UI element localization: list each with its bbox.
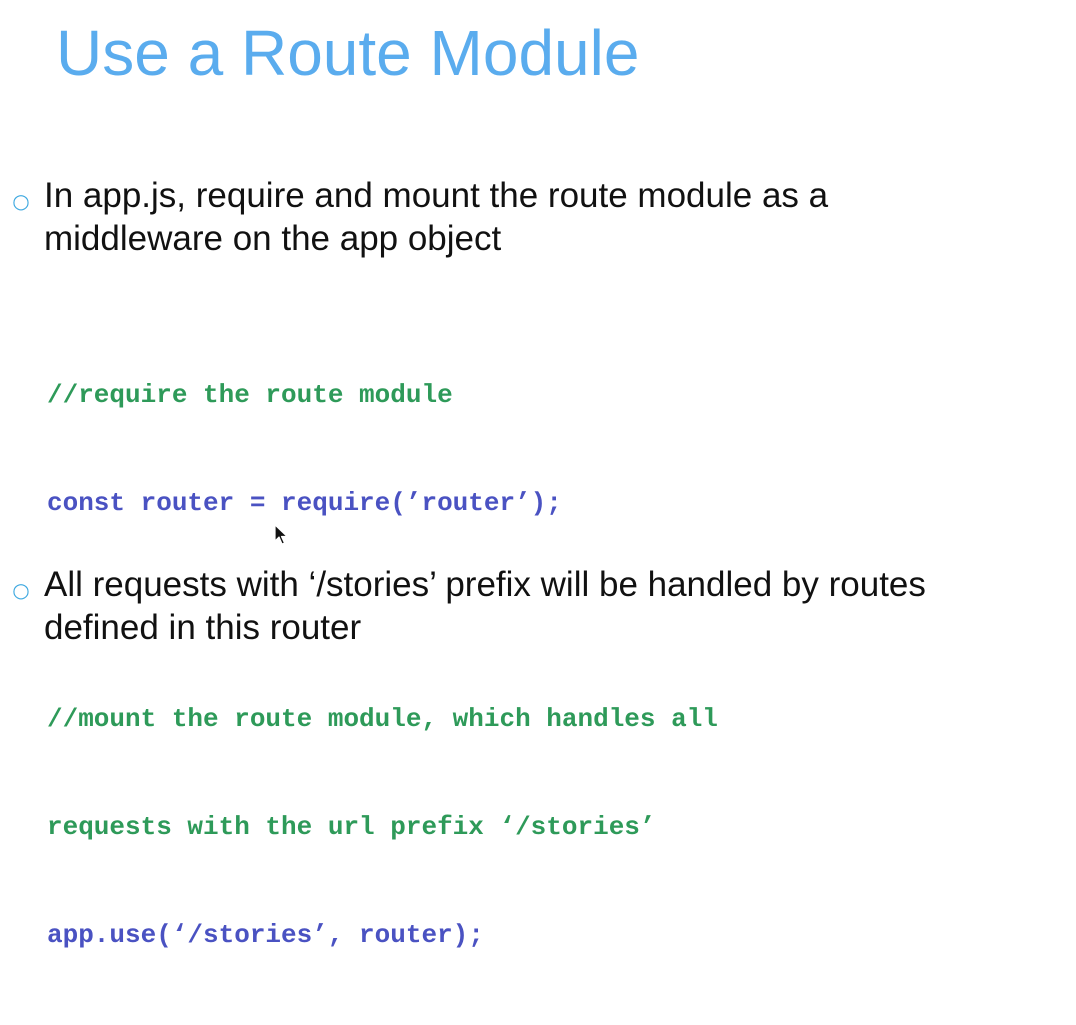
bullet-marker-icon: ○ [12,578,30,602]
bullet-text: In app.js, require and mount the route m… [44,174,1044,260]
bullet-text: All requests with ‘/stories’ prefix will… [44,563,1044,649]
bullet-text-line: All requests with ‘/stories’ prefix will… [44,565,926,604]
bullet-text-line: In app.js, require and mount the route m… [44,176,829,215]
slide: Use a Route Module ○ In app.js, require … [12,17,1044,950]
bullet-text-line: middleware on the app object [44,219,502,258]
code-comment-mount: //mount the route module, which handles … [47,704,718,734]
code-comment-mount-continued: requests with the url prefix ‘/stories’ [47,812,656,842]
slide-title: Use a Route Module [56,17,640,89]
bullet-marker-icon: ○ [12,189,30,213]
code-comment-require: //require the route module [47,380,453,410]
mouse-pointer-icon [274,524,288,545]
bullet-text-line: defined in this router [44,608,362,647]
code-block: //require the route module const router … [47,305,718,1025]
code-line-app-use: app.use(‘/stories’, router); [47,920,484,950]
code-line-require: const router = require(’router’); [47,488,562,518]
